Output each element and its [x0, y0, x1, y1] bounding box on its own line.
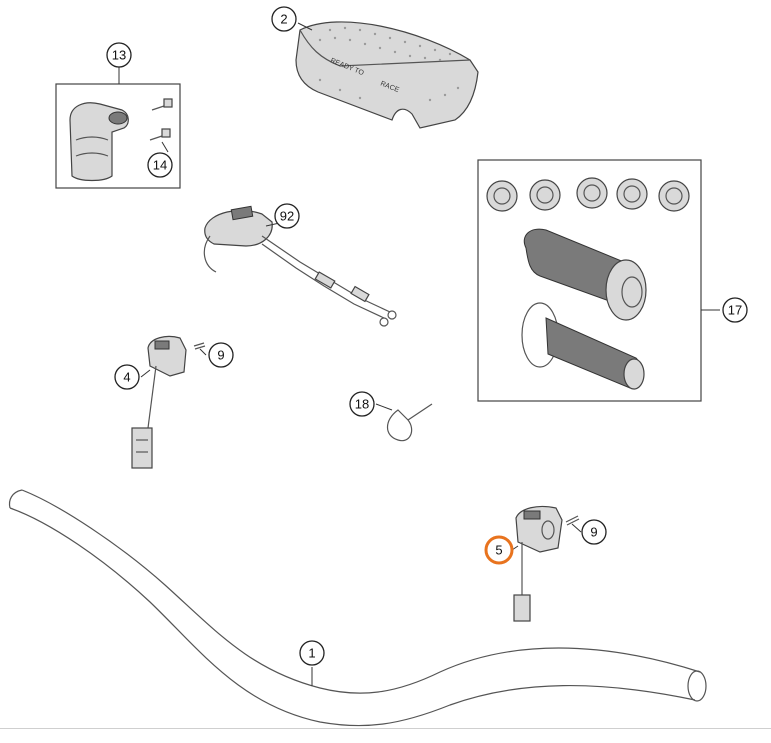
throttle-cam-4 [616, 178, 648, 210]
throttle-cam-1 [486, 180, 518, 212]
throttle-cam-2 [529, 179, 561, 211]
handlebar-pad-part-2: READY TO RACE [295, 21, 479, 129]
throttle-cam-5 [658, 180, 690, 212]
callout-17: 17 [722, 297, 748, 323]
callout-2-label: 2 [280, 12, 287, 27]
screw-part-14b [149, 128, 171, 141]
screw-part-14a [151, 98, 173, 111]
callout-18: 18 [349, 391, 375, 417]
callout-13-label: 13 [112, 48, 126, 63]
callout-4: 4 [114, 364, 140, 390]
callout-9-lower: 9 [581, 519, 607, 545]
highlight-ring [484, 535, 514, 565]
callout-13: 13 [106, 42, 132, 68]
switch-assembly-group-13 [55, 83, 181, 189]
handlebar-part-1 [8, 489, 707, 727]
callout-14-label: 14 [153, 158, 167, 173]
callout-14: 14 [147, 152, 173, 178]
callout-9-upper: 9 [208, 342, 234, 368]
callout-92: 92 [274, 203, 300, 229]
screw-part-9-lower [565, 515, 580, 526]
callout-9-upper-label: 9 [217, 348, 224, 363]
footer-divider [0, 728, 771, 729]
callout-17-label: 17 [728, 303, 742, 318]
callout-4-label: 4 [123, 370, 130, 385]
throttle-cable-part-92 [203, 205, 397, 327]
callout-92-label: 92 [280, 209, 294, 224]
callout-5-highlighted[interactable]: 5 [484, 535, 514, 565]
grip-set-group-17 [477, 159, 702, 402]
callout-1-label: 1 [308, 646, 315, 661]
callout-9-lower-label: 9 [590, 525, 597, 540]
callout-5-label: 5 [495, 543, 502, 558]
callout-1: 1 [299, 640, 325, 666]
grip-throttle-side [523, 228, 647, 321]
right-switch-part-5 [513, 505, 563, 622]
screw-part-9-upper [193, 342, 206, 350]
callout-18-label: 18 [355, 397, 369, 412]
cable-tie-part-18 [386, 403, 433, 442]
callout-2: 2 [271, 6, 297, 32]
grip-clutch-side [521, 302, 645, 390]
left-switch-part-4 [131, 335, 187, 469]
throttle-cam-3 [576, 177, 608, 209]
leader-lines [118, 22, 720, 686]
